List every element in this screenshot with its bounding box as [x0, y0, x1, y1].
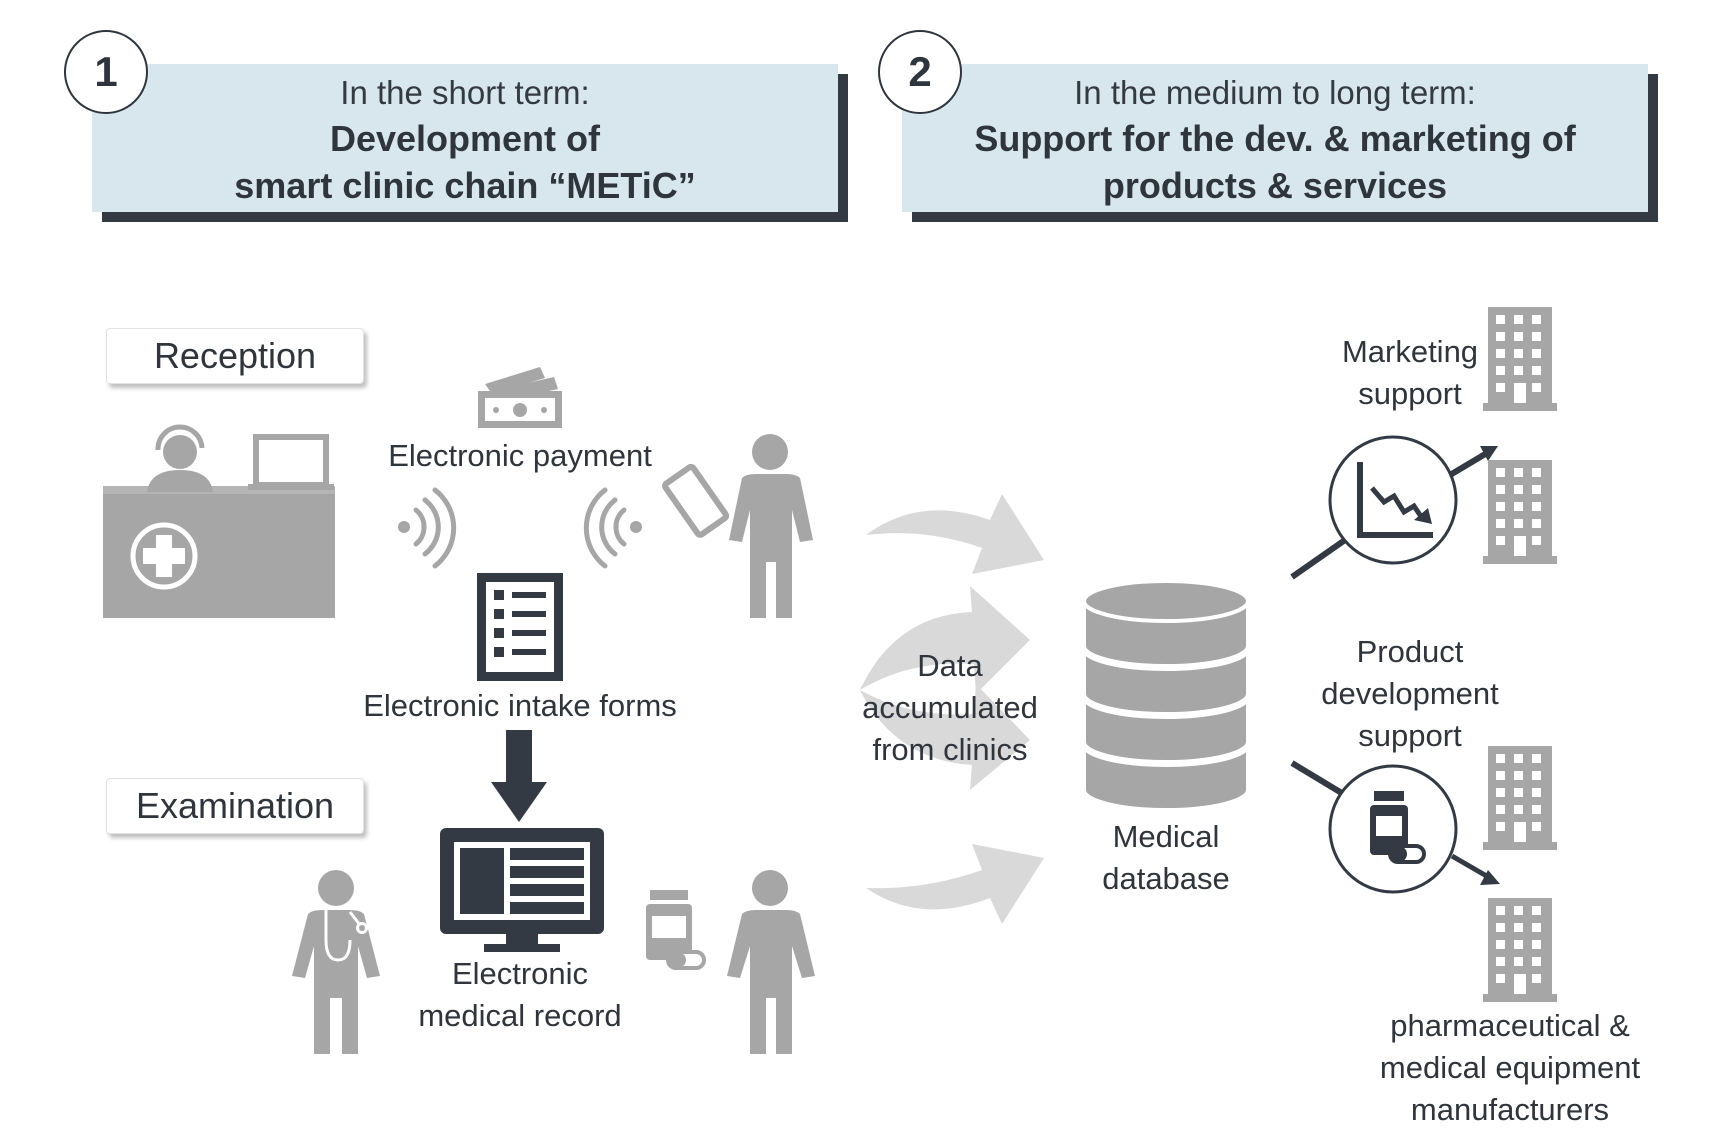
- short-term-subtitle: In the short term:: [340, 74, 590, 111]
- reception-desk-icon: [103, 424, 335, 618]
- building-icon: [1483, 746, 1557, 850]
- marketing-label-line1: Marketing: [1341, 334, 1479, 369]
- wireless-signal-icon: [398, 487, 457, 569]
- database-label-line2: database: [1102, 861, 1230, 896]
- data-flow-arrows: [860, 494, 1044, 924]
- patient-icon: [727, 870, 815, 1054]
- down-arrow-icon: [491, 730, 547, 822]
- manufacturers-label-line1: pharmaceutical &: [1390, 1008, 1630, 1043]
- long-term-subtitle: In the medium to long term:: [1074, 74, 1476, 111]
- wireless-signal-icon: [583, 487, 642, 569]
- short-term-title-line2: smart clinic chain “METiC”: [234, 165, 696, 206]
- reception-label: Reception: [106, 328, 364, 384]
- long-term-title-line1: Support for the dev. & marketing of: [974, 118, 1576, 159]
- data-label-line3: from clinics: [872, 732, 1028, 767]
- data-label-line2: accumulated: [862, 690, 1038, 725]
- marketing-growth-arrow: [1290, 435, 1498, 580]
- patient-with-tablet-icon: [662, 434, 813, 618]
- marketing-label-line2: support: [1358, 376, 1462, 411]
- product-label-line2: development: [1321, 676, 1499, 711]
- data-label-line1: Data: [917, 648, 983, 683]
- emr-monitor-icon: [440, 828, 604, 952]
- building-icon: [1483, 898, 1557, 1002]
- examination-label: Examination: [106, 778, 364, 834]
- cash-icon: [478, 367, 562, 428]
- emr-label-line1: Electronic: [451, 956, 589, 991]
- intake-label: Electronic intake forms: [363, 688, 677, 723]
- long-term-panel: In the medium to long term: Support for …: [902, 64, 1648, 212]
- product-label-line3: support: [1358, 718, 1462, 753]
- payment-label: Electronic payment: [388, 438, 652, 473]
- declining-chart-icon: [1357, 462, 1433, 538]
- short-term-title-line1: Development of: [329, 118, 601, 159]
- intake-form-icon: [477, 573, 563, 681]
- manufacturers-label-line2: medical equipment: [1379, 1050, 1641, 1085]
- buildings: [1483, 307, 1557, 1002]
- building-icon: [1483, 307, 1557, 411]
- medicine-bottle-icon: [646, 890, 706, 970]
- long-term-title-line2: products & services: [1102, 165, 1448, 206]
- doctor-icon: [292, 870, 380, 1054]
- emr-label-line2: medical record: [418, 998, 622, 1033]
- database-icon: [1082, 579, 1250, 812]
- product-label-line1: Product: [1356, 634, 1464, 669]
- short-term-panel: In the short term: Development of smart …: [92, 64, 838, 212]
- step-number-1: 1: [64, 30, 148, 114]
- building-icon: [1483, 460, 1557, 564]
- manufacturers-label-line3: manufacturers: [1410, 1092, 1610, 1127]
- database-label-line1: Medical: [1112, 819, 1220, 854]
- step-number-2: 2: [878, 30, 962, 114]
- medicine-bottle-icon: [1370, 791, 1426, 864]
